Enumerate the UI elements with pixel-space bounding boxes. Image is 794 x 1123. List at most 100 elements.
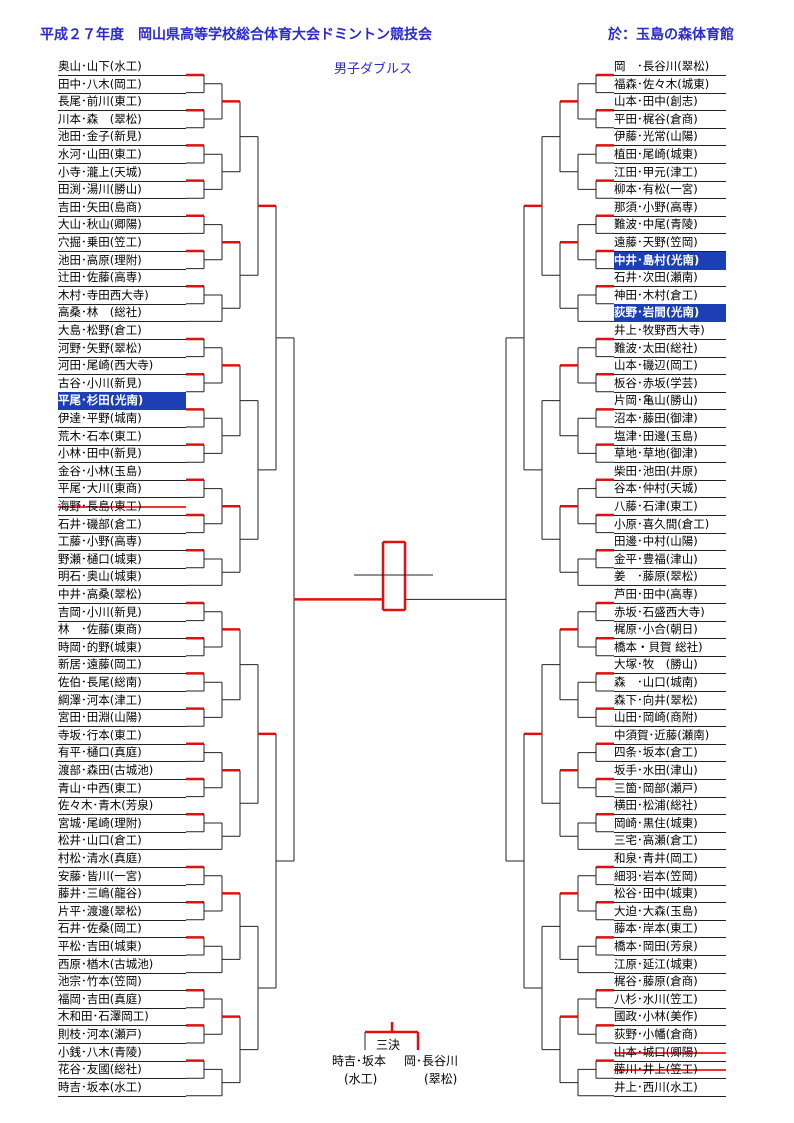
- left-pair-51: 平松･吉田(城東): [58, 938, 186, 956]
- right-pair-23: 草地･草地(御津): [614, 445, 726, 464]
- right-pair-40: 四条･坂本(倉工): [614, 744, 726, 763]
- right-pair-32: 赤坂･石盛西大寺): [614, 604, 726, 622]
- left-pair-5: 池田･金子(新見): [58, 128, 186, 147]
- right-pair-24: 柴田･池田(井原): [614, 463, 726, 481]
- left-pair-20: 平尾･杉田(光南): [58, 392, 186, 411]
- left-pair-57: 小銭･八木(青陵): [58, 1044, 186, 1062]
- left-pair-55: 木和田･石澤岡工): [58, 1008, 186, 1027]
- left-pair-13: 辻田･佐藤(高専): [58, 269, 186, 288]
- right-pair-52: 江原･延江(城東): [614, 956, 726, 974]
- right-pair-10: 難波･中尾(青陵): [614, 216, 726, 235]
- left-pair-43: 佐々木･青木(芳泉): [58, 797, 186, 816]
- left-pair-7: 小寺･瀧上(天城): [58, 164, 186, 182]
- left-pair-9: 吉田･矢田(島商): [58, 199, 186, 217]
- right-pair-35: 大塚･牧 (勝山): [614, 656, 726, 675]
- event-title: 男子ダブルス: [334, 62, 413, 77]
- right-pair-19: 板谷･赤坂(学芸): [614, 375, 726, 393]
- left-pair-22: 荒木･石本(東工): [58, 428, 186, 446]
- left-pair-47: 安藤･皆川(一宮): [58, 868, 186, 886]
- left-pair-31: 中井･高桑(翠松): [58, 586, 186, 604]
- left-pair-11: 穴掘･乗田(笠工): [58, 234, 186, 252]
- left-pair-26: 海野･長島(東工): [58, 498, 186, 516]
- right-pair-57: 山本･城口(卿陽): [614, 1043, 726, 1062]
- right-pair-33: 梶原･小合(朝日): [614, 621, 726, 640]
- right-pair-54: 八杉･水川(笠工): [614, 991, 726, 1009]
- left-pair-24: 金谷･小林(玉島): [58, 463, 186, 481]
- right-pair-20: 片岡･亀山(勝山): [614, 392, 726, 411]
- left-pair-6: 水河･山田(東工): [58, 146, 186, 164]
- right-pair-28: 田邊･中村(山陽): [614, 533, 726, 552]
- right-pair-8: 柳本･有松(一宮): [614, 181, 726, 200]
- right-pair-31: 芦田･田中(高専): [614, 586, 726, 604]
- right-pair-48: 松谷･田中(城東): [614, 885, 726, 904]
- right-pair-53: 梶谷･藤原(倉商): [614, 973, 726, 992]
- left-pair-2: 田中･八木(岡工): [58, 76, 186, 94]
- left-pair-44: 宮城･尾崎(理附): [58, 815, 186, 833]
- right-pair-59: 井上･西川(水工): [614, 1079, 726, 1097]
- right-pair-55: 國政･小林(美作): [614, 1008, 726, 1027]
- right-pair-39: 中須賀･近藤(瀬南): [614, 727, 726, 745]
- left-pair-25: 平尾･大川(東商): [58, 480, 186, 499]
- right-pair-46: 和泉･青井(岡工): [614, 850, 726, 868]
- left-pair-50: 石井･佐桑(岡工): [58, 920, 186, 939]
- left-pair-58: 花谷･友國(総社): [58, 1061, 186, 1080]
- left-pair-41: 渡部･森田(古城池): [58, 762, 186, 780]
- left-pair-18: 河田･尾崎(西大寺): [58, 357, 186, 376]
- left-pair-56: 則枝･河本(瀬戸): [58, 1026, 186, 1044]
- third-place-left-school: (水工): [344, 1072, 378, 1086]
- left-pair-33: 林 ･佐藤(東商): [58, 621, 186, 640]
- left-pair-37: 綱澤･河本(津工): [58, 692, 186, 710]
- left-pair-27: 石井･磯部(倉工): [58, 516, 186, 534]
- left-pair-52: 西原･楢木(古城池): [58, 956, 186, 974]
- left-pair-10: 大山･秋山(卿陽): [58, 216, 186, 235]
- right-pair-2: 福森･佐々木(城東): [614, 76, 726, 94]
- right-pair-49: 大迫･大森(玉島): [614, 903, 726, 921]
- right-pair-56: 荻野･小幡(倉商): [614, 1026, 726, 1044]
- left-pair-40: 有平･樋口(真庭): [58, 744, 186, 763]
- tournament-title: 平成２７年度 岡山県高等学校総合体育大会ドミントン競技会: [40, 27, 432, 43]
- right-pair-45: 三宅･高瀬(倉工): [614, 832, 726, 851]
- right-pair-11: 遠藤･天野(笠岡): [614, 234, 726, 252]
- right-pair-7: 江田･甲元(津工): [614, 164, 726, 182]
- right-pair-21: 沼本･藤田(御津): [614, 410, 726, 428]
- left-pair-34: 時岡･的野(城東): [58, 639, 186, 657]
- left-pair-15: 高桑･林 (総社): [58, 304, 186, 323]
- left-pair-45: 松井･山口(倉工): [58, 832, 186, 851]
- right-pair-58: 藤川･井上(笠工): [614, 1061, 726, 1080]
- right-pair-38: 山田･岡崎(商附): [614, 709, 726, 728]
- right-pair-17: 難波･太田(総社): [614, 340, 726, 358]
- left-pair-46: 村松･清水(真庭): [58, 850, 186, 868]
- right-pair-3: 山本･田中(創志): [614, 93, 726, 112]
- right-pair-6: 植田･尾崎(城東): [614, 146, 726, 164]
- right-pair-5: 伊藤･光常(山陽): [614, 128, 726, 147]
- left-pair-48: 藤井･三嶋(龍谷): [58, 885, 186, 904]
- left-pair-19: 古谷･小川(新見): [58, 375, 186, 393]
- left-pair-21: 伊達･平野(城南): [58, 410, 186, 428]
- left-pair-54: 福岡･吉田(真庭): [58, 991, 186, 1009]
- left-pair-17: 河野･矢野(翠松): [58, 340, 186, 358]
- left-pair-42: 青山･中西(東工): [58, 780, 186, 798]
- right-pair-37: 森下･向井(翠松): [614, 692, 726, 710]
- right-pair-36: 森 ･山口(城南): [614, 674, 726, 692]
- left-pair-39: 寺坂･行本(東工): [58, 727, 186, 745]
- third-place-right-name: 岡･長谷川: [404, 1054, 459, 1068]
- left-pair-35: 新居･遠藤(岡工): [58, 656, 186, 675]
- left-pair-8: 田渕･湯川(勝山): [58, 181, 186, 200]
- right-pair-25: 谷本･仲村(天城): [614, 480, 726, 499]
- right-pair-42: 三箇･岡部(瀬戸): [614, 780, 726, 798]
- right-pair-26: 八藤･石津(東工): [614, 498, 726, 516]
- left-pair-29: 野瀬･樋口(城東): [58, 551, 186, 569]
- right-pair-1: 岡 ･長谷川(翠松): [614, 58, 726, 76]
- right-pair-9: 那須･小野(高専): [614, 199, 726, 217]
- left-pair-36: 佐伯･長尾(総南): [58, 674, 186, 692]
- left-pair-49: 片平･渡邊(翠松): [58, 903, 186, 921]
- left-pair-3: 長尾･前川(東工): [58, 93, 186, 112]
- right-pair-15: 荻野･岩間(光南): [614, 304, 726, 323]
- left-pair-38: 宮田･田淵(山陽): [58, 709, 186, 728]
- left-pair-32: 吉岡･小川(新見): [58, 604, 186, 622]
- right-pair-12: 中井･島村(光南): [614, 251, 726, 270]
- left-pair-59: 時吉･坂本(水工): [58, 1079, 186, 1097]
- left-pair-28: 工藤･小野(高専): [58, 533, 186, 552]
- third-place-right-school: (翠松): [424, 1072, 458, 1086]
